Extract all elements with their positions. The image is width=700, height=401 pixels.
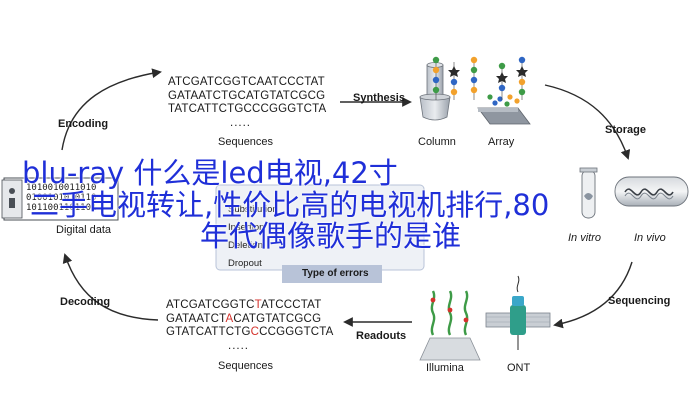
in-vitro-label: In vitro (568, 232, 602, 244)
readouts-label: Readouts (356, 330, 407, 342)
sequence-ellipsis: ..... (230, 116, 251, 129)
sequence-line: GTATCATTCTGCCCGGGTCTA (166, 326, 334, 338)
in-vivo-capsule-icon (614, 176, 689, 207)
type-of-errors-label: Type of errors (302, 268, 369, 279)
digital-data-label: Digital data (56, 224, 112, 236)
computer-icon (1, 177, 119, 221)
illumina-label: Illumina (426, 362, 464, 374)
sequence-line: TATCATTCTGCCCGGGTCTA (168, 103, 327, 115)
column-label: Column (418, 136, 456, 148)
error-legend-box (215, 184, 425, 283)
sequence-line: ATCGATCGGTCAATCCCTAT (168, 76, 325, 88)
sequencing-arrow (553, 261, 633, 329)
synthesis-label: Synthesis (353, 92, 405, 104)
top-sequence-block: ATCGATCGGTCAATCCCTAT GATAATCTGCATGTATCGC… (168, 76, 326, 130)
sequence-line: GATAATCTACATGTATCGCG (166, 312, 322, 325)
error-deletion: Deletion (228, 240, 263, 251)
sequence-ellipsis: ..... (228, 339, 249, 352)
overlay-line-2: 二手电视转让,性价比高的电视机排行,80 (30, 188, 550, 222)
decoding-arrow (62, 253, 159, 321)
error-substitution: Substitution (228, 204, 278, 215)
illumina-icon (419, 290, 481, 361)
overlay-line-1: blu-ray 什么是led电视,42寸 (22, 156, 398, 190)
error-insertion: Insertion (228, 222, 265, 233)
array-icon (477, 94, 531, 125)
nucleotide-stacks (432, 56, 528, 100)
storage-arrow (544, 84, 631, 160)
overlay-line-3: 年代偶像歌手的是谁 (200, 219, 462, 253)
top-sequences-label: Sequences (218, 136, 274, 148)
decoding-label: Decoding (60, 296, 111, 308)
sequence-line: GATAATCTGCATGTATCGCG (168, 89, 326, 102)
ont-label: ONT (507, 362, 531, 374)
encoding-arrow (61, 68, 162, 151)
bottom-sequences-label: Sequences (218, 360, 274, 372)
test-tube-icon (579, 167, 598, 219)
bottom-sequence-block: ATCGATCGGTCTATCCCTAT GATAATCTACATGTATCGC… (166, 299, 334, 353)
sequence-line: ATCGATCGGTCTATCCCTAT (166, 299, 322, 311)
error-dropout: Dropout (228, 258, 262, 269)
encoding-label: Encoding (58, 118, 109, 130)
array-label: Array (488, 136, 515, 148)
ont-nanopore-icon (485, 275, 551, 350)
sequencing-label: Sequencing (608, 295, 671, 307)
storage-label: Storage (605, 124, 646, 136)
in-vivo-label: In vivo (634, 232, 666, 244)
binary-code: 1010010011010 0100101010110 101100110110… (26, 183, 97, 213)
